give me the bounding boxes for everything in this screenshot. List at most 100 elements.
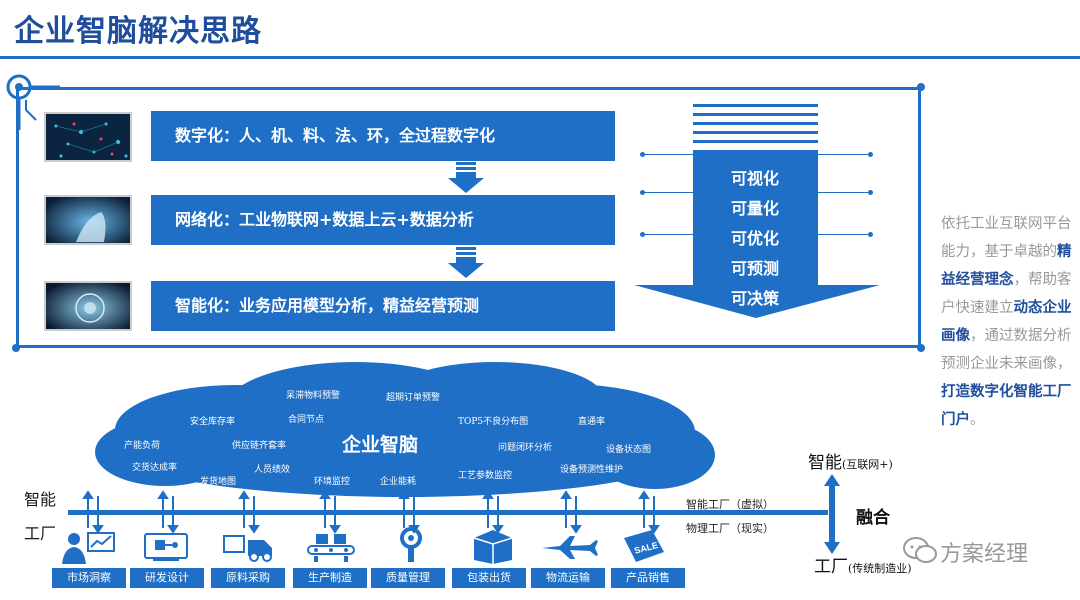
big-down-arrow-icon [634, 150, 880, 318]
connector-line [642, 154, 694, 155]
cloud-tag: 产能负荷 [124, 441, 161, 451]
frame-corner-dot [917, 83, 925, 91]
side-text-part: 。 [970, 412, 985, 428]
cloud-tag: 设备状态图 [606, 445, 652, 455]
row-intelligence: 智能化：业务应用模型分析，精益经营预测 [151, 281, 615, 331]
side-text-highlight: 精益经营理念 [941, 244, 1072, 288]
frame-corner-dot [917, 344, 925, 352]
cloud-tag: 环境监控 [314, 477, 351, 487]
cloud-tag: 直通率 [578, 417, 606, 427]
arrow-stripe [693, 122, 818, 125]
cloud-tag: 工艺参数监控 [458, 471, 513, 481]
airplane-icon [542, 536, 598, 559]
connector-dot [868, 152, 873, 157]
double-vertical-arrow-icon [824, 474, 840, 554]
robot-hand-image [44, 195, 132, 245]
person-chart-icon [62, 532, 115, 564]
timeline-line [68, 510, 828, 515]
title-divider [0, 56, 1080, 59]
cloud-tag: 呆滞物料预警 [286, 391, 341, 401]
cloud-center-title: 企业智脑 [342, 434, 419, 456]
cloud-tag: 发货地图 [200, 477, 237, 487]
side-text-highlight: 动态企业画像 [941, 300, 1072, 344]
conveyor-icon [307, 534, 355, 562]
down-arrow-icon [448, 247, 484, 278]
cloud-tag: 交货达成率 [132, 463, 178, 473]
fusion-bottom: 工厂(传统制造业) [814, 552, 912, 577]
process-frame [16, 87, 921, 348]
row-prefix: 智能化 [175, 296, 224, 315]
connector-line [818, 192, 870, 193]
fusion-top-sub: (互联网+) [842, 458, 893, 471]
side-text-part: 依托工业互联网平台能力，基于卓越的 [941, 216, 1072, 260]
side-text-highlight: 打造数字化智能工厂门户 [941, 384, 1072, 428]
page-title: 企业智脑解决思路 [14, 14, 262, 49]
line-label-physical: 物理工厂（现实） [686, 522, 774, 535]
digital-network-image [44, 112, 132, 162]
cloud-shape [95, 362, 715, 497]
category-manufacturing: 生产制造 [293, 568, 367, 588]
row-text: ：工业物联网+数据上云+数据分析 [223, 210, 474, 229]
category-procurement: 原料采购 [211, 568, 285, 588]
fusion-middle: 融合 [856, 508, 890, 528]
cloud-tag: TOP5不良分布图 [458, 417, 529, 427]
arrow-label: 可决策 [730, 289, 779, 308]
arrow-label: 可优化 [730, 229, 779, 248]
category-packing: 包装出货 [452, 568, 526, 588]
truck-icon [223, 535, 272, 562]
arrow-stripe [693, 104, 818, 107]
cloud-tag: 超期订单预警 [386, 393, 441, 403]
row-digitization: 数字化：人、机、料、法、环，全过程数字化 [151, 111, 615, 161]
row-text: ：人、机、料、法、环，全过程数字化 [223, 126, 496, 145]
category-market-insight: 市场洞察 [52, 568, 126, 588]
connector-dot [640, 190, 645, 195]
connector-dot [868, 190, 873, 195]
fusion-top-label: 智能 [808, 453, 842, 473]
cloud-tag: 设备预测性维护 [560, 465, 624, 475]
side-text-part: ，通过数据分析预测企业未来画像， [941, 328, 1072, 372]
wrench-gear-icon [400, 527, 422, 562]
down-arrow-icon [448, 162, 484, 193]
cloud-tag: 安全库存率 [190, 417, 236, 427]
side-description: 依托工业互联网平台能力，基于卓越的精益经营理念，帮助客户快速建立动态企业画像，通… [941, 210, 1077, 434]
watermark-text: 方案经理 [940, 542, 1029, 567]
connector-dot [640, 232, 645, 237]
arrow-stripe [693, 113, 818, 116]
row-text: ：业务应用模型分析，精益经营预测 [223, 296, 480, 315]
row-prefix: 网络化 [175, 210, 224, 229]
wechat-icon [903, 537, 937, 563]
cloud-tag: 问题闭环分析 [498, 443, 553, 453]
frame-corner-dot [12, 344, 20, 352]
side-text-part: ，帮助客户快速建立 [941, 272, 1072, 316]
row-prefix: 数字化 [175, 126, 224, 145]
cloud-tag: 供应链齐套率 [232, 441, 287, 451]
connector-dot [640, 152, 645, 157]
category-sales: 产品销售 [611, 568, 685, 588]
connector-line [818, 154, 870, 155]
arrow-stripe [693, 131, 818, 134]
connector-line [642, 234, 694, 235]
row-networking: 网络化：工业物联网+数据上云+数据分析 [151, 195, 615, 245]
cloud-tag: 合同节点 [288, 415, 325, 425]
connector-line [818, 234, 870, 235]
fusion-bottom-label: 工厂 [814, 557, 848, 577]
connector-dot [868, 232, 873, 237]
category-logistics: 物流运输 [531, 568, 605, 588]
cloud-tag: 企业能耗 [380, 477, 417, 487]
left-label-smart: 智能 [24, 490, 57, 509]
cloud-tag: 人员绩效 [254, 465, 291, 475]
connector-line [642, 192, 694, 193]
arrow-stripe [693, 140, 818, 143]
category-rd-design: 研发设计 [130, 568, 204, 588]
fusion-bottom-sub: (传统制造业) [848, 562, 912, 575]
arrow-label: 可量化 [730, 199, 779, 218]
circuit-board-icon [144, 533, 188, 561]
category-quality: 质量管理 [371, 568, 445, 588]
left-label-factory: 工厂 [24, 524, 57, 543]
arrow-label: 可预测 [730, 259, 779, 278]
ai-head-image [44, 281, 132, 331]
arrow-label: 可视化 [730, 169, 779, 188]
sale-tag-icon: SALE [624, 530, 664, 562]
line-label-virtual: 智能工厂（虚拟） [686, 498, 774, 511]
